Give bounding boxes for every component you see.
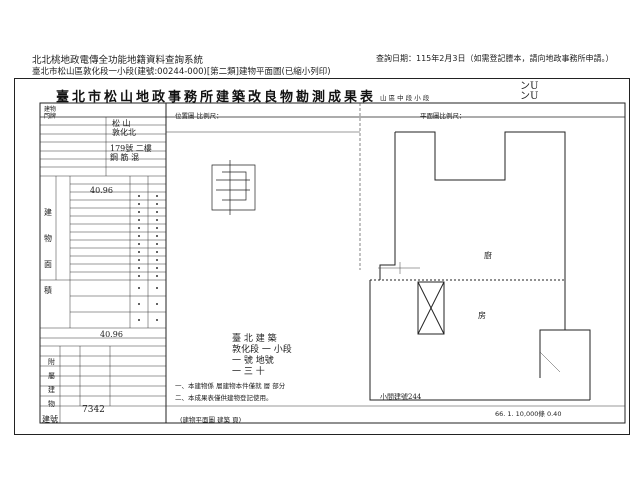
building-number-label: 小間建號244 xyxy=(380,393,422,401)
table-value-road: 敦化北 xyxy=(112,128,136,137)
location-map-field: 位置圖 比例尺： xyxy=(175,112,223,120)
scanned-sheet xyxy=(14,78,630,435)
notes-line-2: 二、本成果表僅供建物登記使用。 xyxy=(175,394,273,402)
top-right-field: 山 區 中 段 小 段 xyxy=(380,94,430,102)
footer-page-note: (建物平面圖 建築 頁) xyxy=(180,416,242,424)
floorplan-room-label: 廚 xyxy=(484,251,492,260)
footer-left-number: 7342 xyxy=(82,405,105,415)
table-value-structure: 鋼 筋 混 xyxy=(110,153,140,162)
query-date-text: 查詢日期：115年2月3日（如需登記謄本，請向地政事務所申請。） xyxy=(376,54,614,63)
document-subtitle: 臺北市松山區敦化段一小段(建號:00244-000)[第二類]建物平面圖(已縮小… xyxy=(32,67,331,77)
table-value-total: 40.96 xyxy=(100,330,123,339)
system-title: 北北桃地政電傳全功能地籍資料查詢系統 xyxy=(32,55,204,66)
table-value-number: 179號 二樓 xyxy=(110,144,152,153)
table-side-label: 建物面積 xyxy=(44,208,52,295)
table-value-district: 松 山 xyxy=(112,119,131,128)
scale-note: 66. 1. 10,000條 0.40 xyxy=(495,410,562,418)
top-right-handwriting: ンU ンU xyxy=(520,81,539,102)
table-row-label: 建物門牌 xyxy=(44,106,57,120)
table-value-first-floor: 40.96 xyxy=(90,186,113,195)
surveyor-stamp: 臺 北 建 築 敦化段 一 小段 一 號 地號 一 三 十 xyxy=(232,334,292,377)
floorplan-scale-field: 平面圖比例尺： xyxy=(420,112,466,120)
table-side-label-2: 附屬建物 xyxy=(48,358,55,408)
footer-left-handwriting: 建號 xyxy=(42,415,58,424)
notes-line-1: 一、本建物係 層建物本件僅就 層 部分 xyxy=(175,382,286,390)
floorplan-room-label-2: 房 xyxy=(478,311,486,320)
document-title: 臺北市松山地政事務所建築改良物勘測成果表 xyxy=(56,90,377,105)
